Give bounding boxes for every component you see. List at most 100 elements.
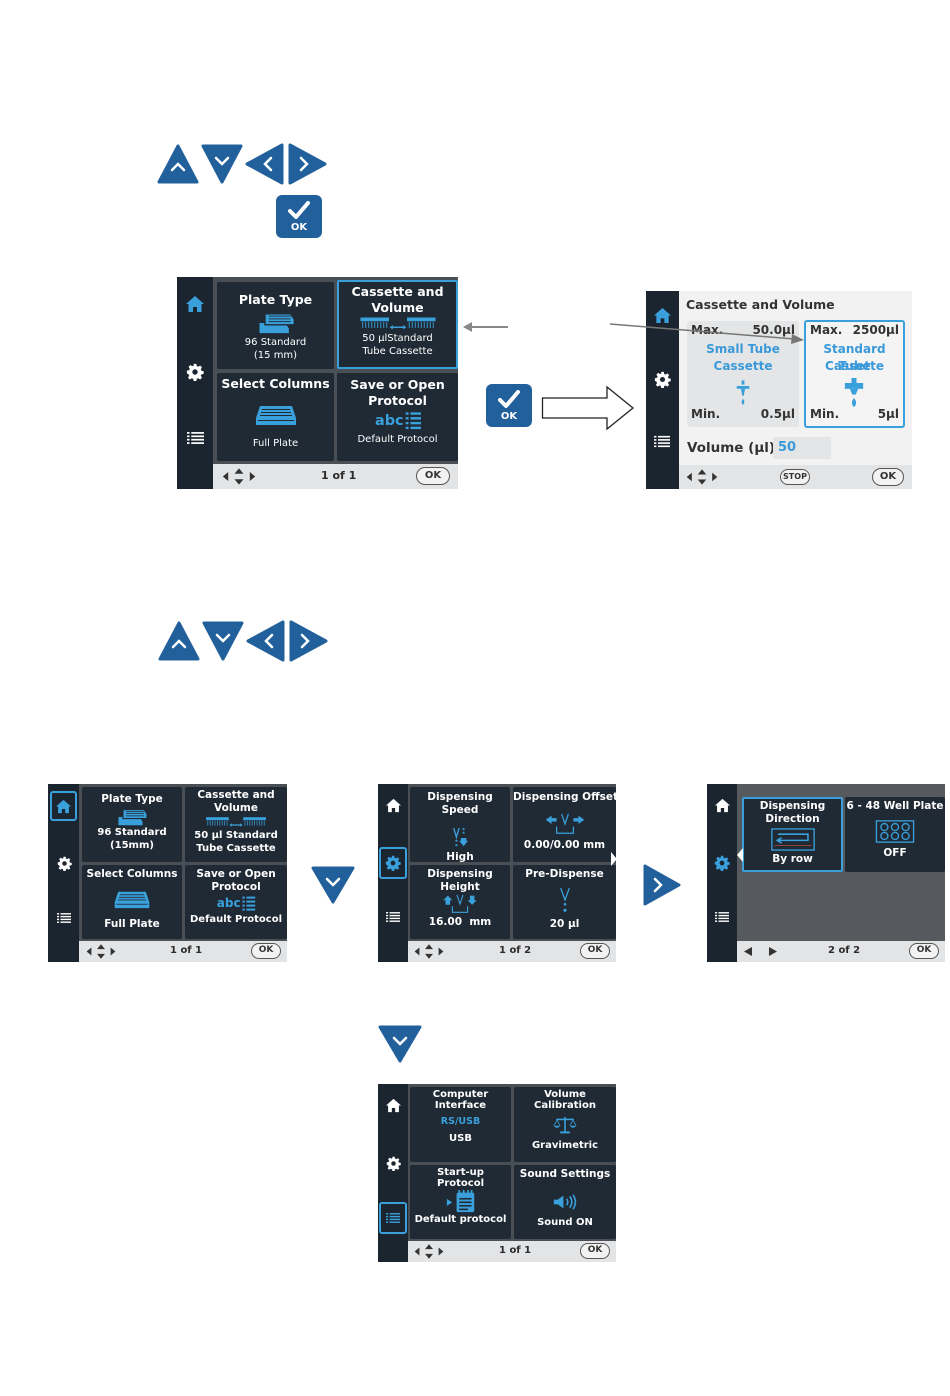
left-arrow-key[interactable] — [245, 143, 285, 185]
tile-title: Start-up — [437, 1167, 484, 1178]
gear-icon[interactable] — [52, 852, 76, 874]
down-arrow-key[interactable] — [311, 865, 355, 905]
tile-value: Tube Cassette — [362, 346, 433, 358]
ok-key-label: OK — [500, 411, 518, 422]
list-icon[interactable] — [379, 1202, 407, 1234]
ok-button[interactable]: OK — [416, 467, 450, 485]
tile-value: Sound ON — [537, 1217, 593, 1229]
down-arrow-key[interactable] — [378, 1024, 422, 1064]
previous-page-button[interactable] — [744, 947, 753, 956]
interface-type: RS/USB — [440, 1116, 481, 1127]
tile-dispensing-speed[interactable]: Dispensing Speed High — [410, 787, 510, 864]
tile-plate-type[interactable]: Plate Type 96 Standard (15mm) — [82, 787, 182, 862]
dispensing-height-icon — [410, 894, 510, 914]
down-arrow-key[interactable] — [202, 620, 244, 662]
cassette-option-small[interactable]: Max.50.0µl Small Tube Cassette Min.0.5µl — [687, 321, 799, 427]
plate-stack-icon — [82, 808, 182, 826]
right-arrow-key[interactable] — [642, 863, 682, 907]
tile-value: By row — [772, 853, 813, 866]
list-icon[interactable] — [183, 427, 207, 449]
home-screen: Plate Type 96 Standard (15 mm) Cassette … — [177, 277, 458, 489]
page-indicator: 1 of 1 — [321, 469, 357, 482]
gear-icon[interactable] — [379, 847, 407, 879]
right-arrow-key[interactable] — [288, 620, 328, 662]
abc-list-icon — [185, 895, 287, 911]
tile-title: Select Columns — [221, 376, 330, 391]
home-screen-small: Plate Type 96 Standard (15mm) Cassette a… — [48, 784, 287, 962]
footer-bar: 1 of 1 OK — [408, 1241, 616, 1262]
up-arrow-key[interactable] — [157, 143, 199, 185]
tile-value: 16.00 mm — [428, 916, 492, 929]
tile-cassette-volume[interactable]: Cassette and Volume 50 µl Standard Tube … — [185, 787, 287, 862]
tile-computer-interface[interactable]: Computer Interface RS/USB USB — [410, 1087, 511, 1162]
balance-scale-icon — [514, 1116, 616, 1134]
tile-well-plate[interactable]: 6 - 48 Well Plate OFF — [845, 797, 945, 872]
ok-button[interactable]: OK — [872, 468, 904, 486]
down-arrow-key[interactable] — [201, 143, 243, 185]
next-page-button[interactable] — [768, 947, 777, 956]
cassette-panel: Cassette and Volume Max.50.0µl Small Tub… — [679, 291, 912, 465]
sidebar — [707, 784, 737, 962]
page-indicator: 1 of 1 — [499, 1245, 532, 1256]
sidebar — [646, 291, 679, 489]
min-value: 0.5µl — [760, 407, 795, 421]
list-icon[interactable] — [650, 430, 674, 452]
cassette-name: Cassette — [713, 359, 773, 373]
footer-bar: 1 of 1 OK — [79, 941, 287, 962]
tile-sound-settings[interactable]: Sound Settings Sound ON — [514, 1165, 616, 1239]
ok-button[interactable]: OK — [580, 943, 610, 959]
gear-icon[interactable] — [183, 361, 207, 383]
home-icon[interactable] — [381, 1094, 405, 1116]
left-arrow-key[interactable] — [246, 620, 286, 662]
right-arrow-key[interactable] — [287, 143, 327, 185]
home-icon[interactable] — [381, 794, 405, 816]
tile-title: Plate Type — [238, 292, 313, 307]
max-label: Max. — [810, 323, 843, 337]
cassette-icon — [337, 316, 458, 331]
tile-dispensing-offset[interactable]: Dispensing Offset 0.00/0.00 mm — [513, 787, 616, 862]
volume-input[interactable]: 50 — [773, 437, 831, 459]
cassette-name: Standard Tube — [823, 342, 886, 373]
tile-dispensing-direction[interactable]: Dispensing Direction By row — [742, 797, 843, 872]
tile-value: (15 mm) — [253, 349, 298, 361]
ok-key-label: OK — [290, 222, 308, 233]
gear-icon[interactable] — [650, 368, 674, 390]
tile-select-columns[interactable]: Select Columns Full Plate — [82, 865, 182, 939]
ok-button[interactable]: OK — [909, 943, 939, 959]
home-icon[interactable] — [183, 293, 207, 315]
list-icon[interactable] — [710, 906, 734, 928]
stop-button[interactable]: STOP — [780, 469, 810, 485]
list-icon[interactable] — [52, 907, 76, 929]
navpad-icon — [413, 943, 445, 960]
page-indicator: 1 of 1 — [170, 945, 203, 956]
tile-volume-calibration[interactable]: Volume Calibration Gravimetric — [514, 1087, 616, 1162]
tile-cassette-volume[interactable]: Cassette and Volume 50 µlStandard Tube C… — [337, 280, 458, 369]
tile-plate-type[interactable]: Plate Type 96 Standard (15 mm) — [217, 282, 334, 369]
up-arrow-key[interactable] — [158, 620, 200, 662]
tile-dispensing-height[interactable]: Dispensing Height 16.00 mm — [410, 865, 510, 939]
tile-startup-protocol[interactable]: Start-up Protocol Default protocol — [410, 1165, 511, 1239]
tile-select-columns[interactable]: Select Columns Full Plate — [217, 373, 334, 461]
tile-title: Volume — [371, 299, 424, 315]
ok-button[interactable]: OK — [580, 1243, 610, 1259]
ok-key[interactable]: OK — [276, 195, 322, 238]
tile-pre-dispense[interactable]: Pre-Dispense 20 µl — [513, 865, 616, 939]
home-icon[interactable] — [50, 791, 77, 821]
list-icon[interactable] — [381, 906, 405, 928]
ok-button[interactable]: OK — [251, 943, 281, 959]
tile-save-open-protocol[interactable]: Save or Open Protocol Default Protocol — [337, 373, 458, 461]
cassette-volume-screen: Cassette and Volume Max.50.0µl Small Tub… — [646, 291, 912, 489]
tile-value: OFF — [883, 847, 907, 860]
tile-value: Full Plate — [252, 437, 299, 449]
cassette-option-standard[interactable]: Max.2500µl Standard Tube Cassette Min.5µ… — [804, 320, 905, 428]
tile-save-open-protocol[interactable]: Save or Open Protocol Default Protocol — [185, 865, 287, 939]
gear-icon[interactable] — [710, 852, 734, 874]
tile-value: Default Protocol — [357, 434, 438, 446]
tile-title: Volume — [544, 1089, 586, 1100]
ok-key-middle[interactable]: OK — [486, 384, 532, 427]
navpad-icon — [413, 1243, 445, 1260]
tile-value: 96 Standard — [97, 827, 167, 839]
tile-value: High — [446, 851, 474, 864]
home-icon[interactable] — [710, 794, 734, 816]
gear-icon[interactable] — [381, 1152, 405, 1174]
